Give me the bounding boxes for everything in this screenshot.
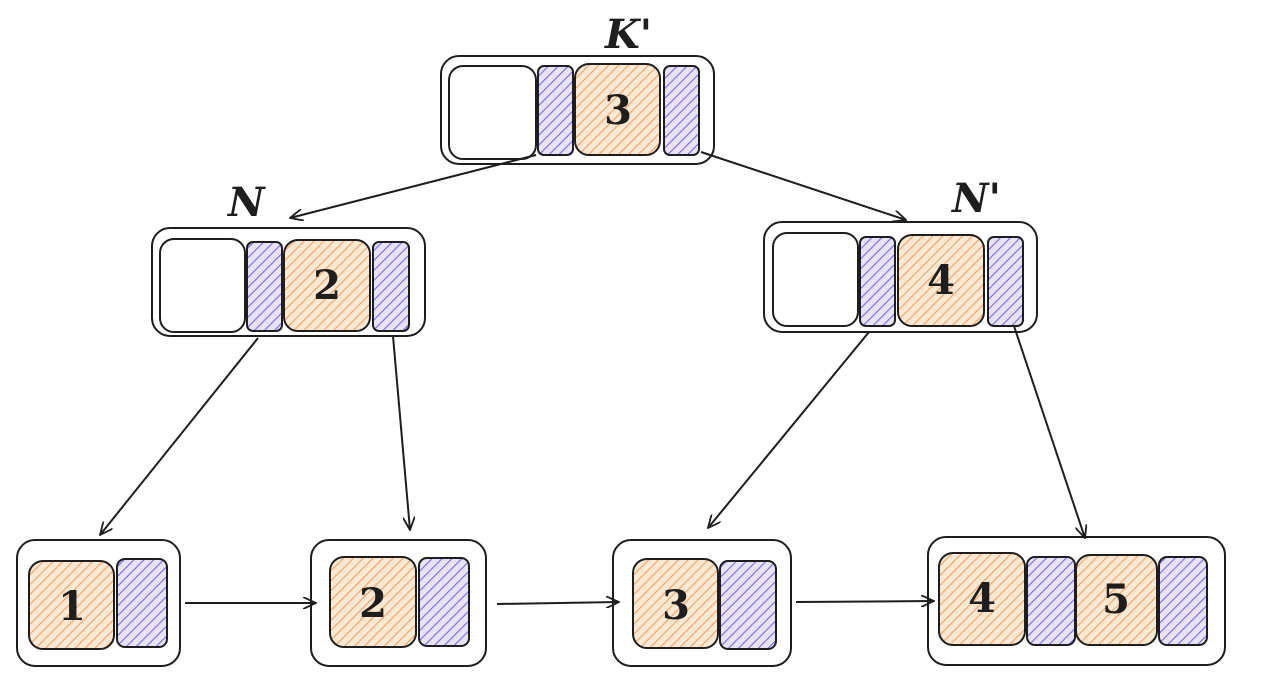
arrow-n-prime-to-leaf-3: [708, 331, 870, 528]
internal-node-n: N 2: [151, 179, 426, 337]
leaf-node-3-key-slot: [632, 558, 719, 649]
leaf-node-4-pointer-slot: [1026, 556, 1076, 646]
internal-node-n-prime-label: N': [950, 175, 1001, 222]
internal-node-n-prime-key-text: 4: [927, 257, 955, 304]
arrow-n-to-leaf-1: [100, 337, 259, 535]
root-pointer-slot-left: [537, 65, 574, 156]
arrow-n-to-leaf-2: [392, 335, 410, 530]
leaf-node-4-key-text-1: 4: [968, 575, 996, 622]
leaf-node-4-key-slot-2: [1075, 554, 1158, 646]
root-node: K' 3: [440, 11, 715, 165]
leaf-node-1-key-slot: [28, 560, 115, 650]
internal-node-n-key-slot: [283, 239, 371, 332]
leaf-node-1-key-text: 1: [58, 583, 86, 630]
arrow-root-to-n-prime: [700, 151, 906, 220]
leaf-node-4-next-pointer: [1158, 556, 1208, 646]
internal-node-n-empty-slot: [159, 238, 246, 333]
arrow-n-prime-to-leaf-4: [1013, 325, 1085, 538]
leaf-node-3-key-text: 3: [662, 582, 690, 629]
internal-node-n-pointer-slot-left: [246, 241, 283, 332]
arrow-leaf-2-to-leaf-3: [496, 602, 619, 604]
leaf-node-3-next-pointer: [719, 560, 777, 650]
internal-node-n-prime-empty-slot: [772, 232, 859, 327]
leaf-node-4-key-slot-1: [938, 552, 1026, 646]
leaf-node-2-key-slot: [329, 556, 417, 648]
leaf-node-1-next-pointer: [116, 558, 168, 648]
leaf-node-2-next-pointer: [418, 557, 470, 647]
leaf-node-2-key-text: 2: [359, 580, 387, 627]
internal-node-n-label: N: [226, 179, 266, 226]
root-pointer-slot-right: [663, 65, 700, 156]
leaf-node-4-key-text-2: 5: [1102, 576, 1130, 623]
leaf-node-3: 3: [612, 539, 792, 667]
internal-node-n-prime-key-slot: [897, 234, 985, 327]
internal-node-n-prime-pointer-slot-left: [859, 236, 896, 327]
internal-node-n-prime: N' 4: [763, 175, 1038, 333]
internal-node-n-pointer-slot-right: [372, 241, 410, 332]
leaf-node-4: 4 5: [927, 536, 1226, 666]
arrow-root-to-n: [290, 154, 537, 218]
internal-node-n-key-text: 2: [313, 262, 341, 309]
root-key-text: 3: [604, 87, 632, 134]
root-key-slot: [574, 63, 661, 156]
leaf-node-2: 2: [310, 539, 487, 667]
internal-node-n-prime-pointer-slot-right: [987, 236, 1024, 327]
root-node-label: K': [604, 11, 652, 58]
leaf-node-1: 1: [16, 539, 181, 667]
arrow-leaf-3-to-leaf-4: [795, 601, 934, 602]
root-empty-slot: [448, 65, 537, 160]
